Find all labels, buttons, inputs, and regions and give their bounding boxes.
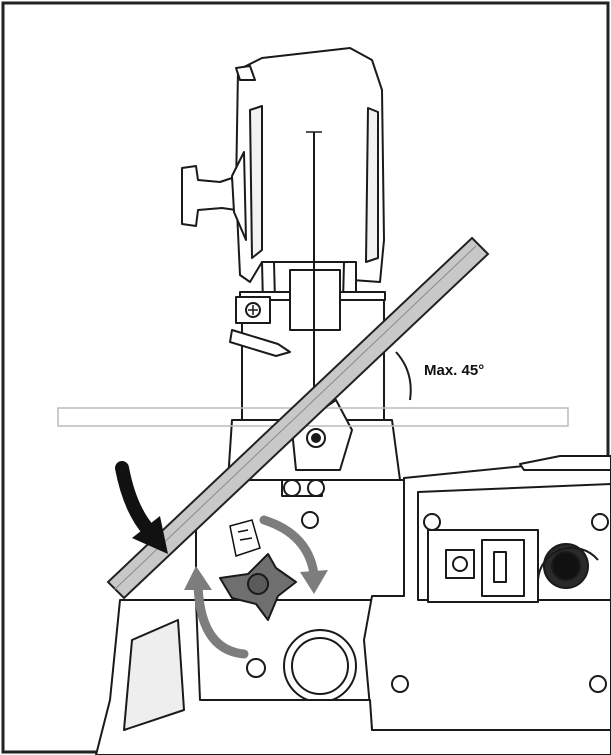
guide-pin bbox=[229, 329, 291, 357]
rotation-arrows-icon bbox=[193, 515, 319, 659]
guard-back-panel bbox=[235, 65, 256, 81]
curved-arrow-black-icon bbox=[115, 461, 168, 554]
tilted-table bbox=[106, 236, 490, 600]
max-angle-label: Max. 45° bbox=[424, 362, 485, 379]
screw-icon bbox=[246, 658, 266, 678]
screw-icon bbox=[591, 513, 609, 531]
rocker-switch-icon bbox=[481, 539, 525, 597]
screw-icon bbox=[423, 513, 441, 531]
screw-icon bbox=[391, 675, 409, 693]
tilt-angle-arc-icon bbox=[395, 351, 412, 401]
upper-blade-guard bbox=[235, 47, 385, 283]
screw-icon bbox=[301, 511, 319, 529]
screw-icon bbox=[589, 675, 607, 693]
saw-base bbox=[95, 599, 611, 755]
